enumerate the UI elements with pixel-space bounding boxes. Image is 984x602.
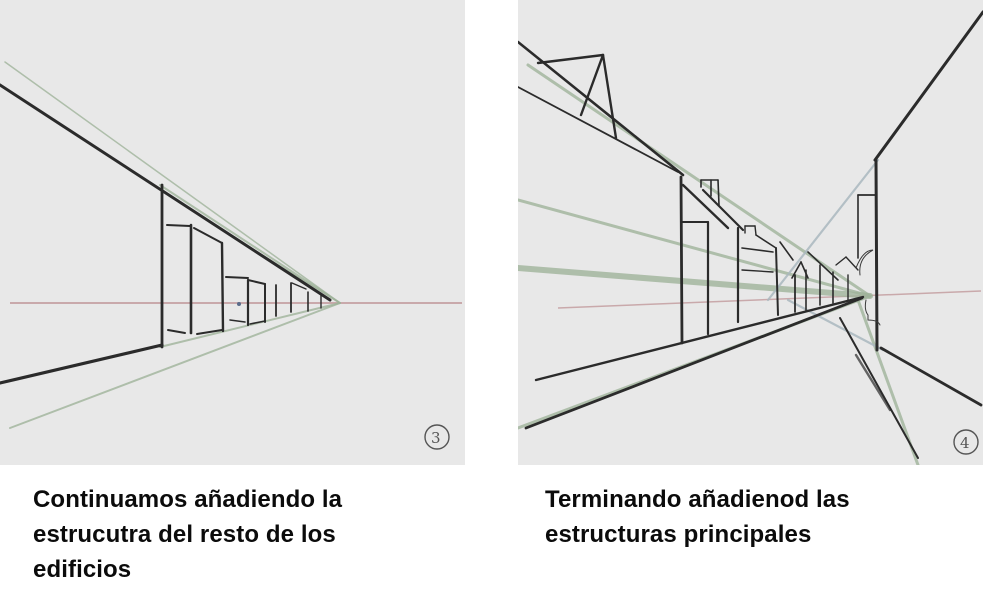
sketch-panel-step-4: 4 — [518, 0, 983, 465]
svg-text:3: 3 — [431, 429, 441, 447]
perspective-sketch-step-3: 3 — [0, 61, 462, 450]
step-number-3-badge: 3 — [424, 424, 450, 450]
caption-step-3: Continuamos añadiendo la estrucutra del … — [33, 486, 343, 583]
sketch-panel-step-3: 3 — [0, 0, 465, 465]
step-number-4-badge: 4 — [953, 429, 979, 455]
perspective-sketch-step-4: 4 — [518, 10, 983, 465]
caption-step-4: Terminando añadienod las estructuras pri… — [545, 486, 850, 548]
svg-text:4: 4 — [960, 434, 970, 452]
